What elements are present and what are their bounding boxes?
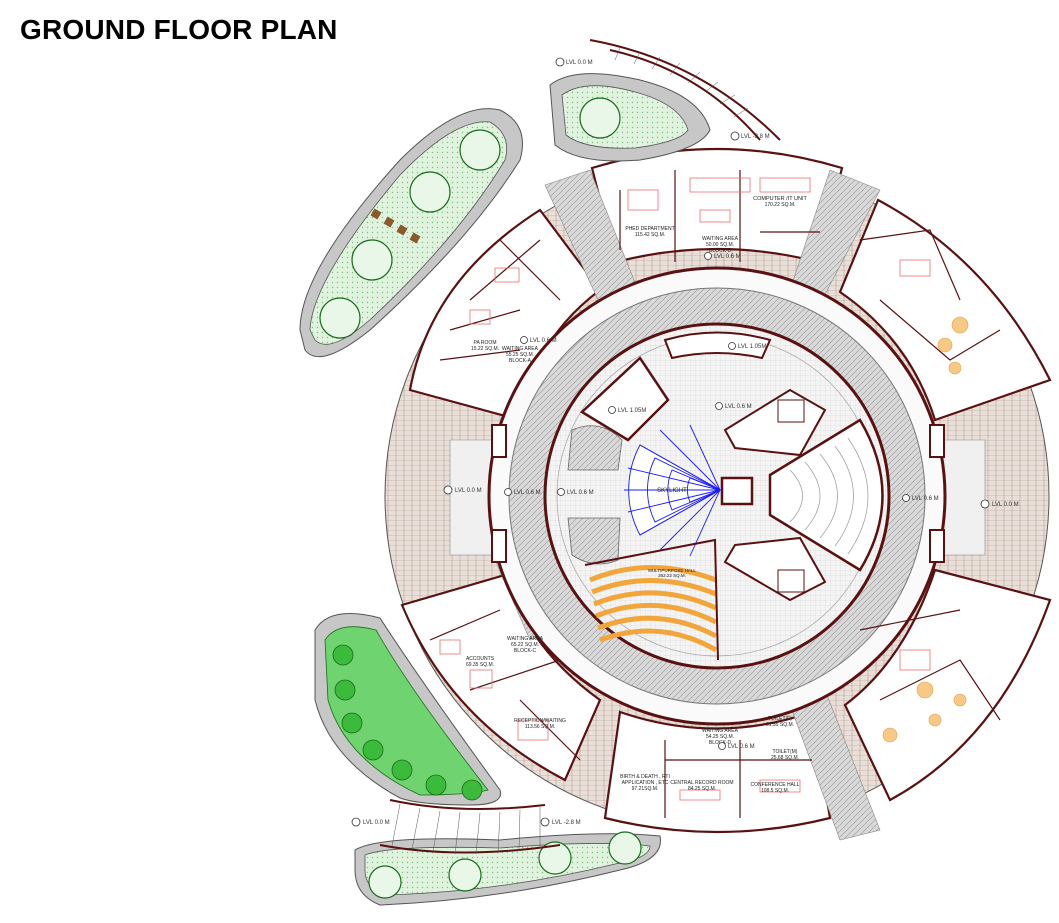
svg-text:LVL 0.0 M: LVL 0.0 M <box>455 488 482 494</box>
block-f-wing <box>843 568 1052 802</box>
svg-text:LVL 0.6 M: LVL 0.6 M <box>728 744 755 750</box>
svg-text:113.56 SQ.M.: 113.56 SQ.M. <box>525 724 555 730</box>
svg-text:108.5 SQ.M.: 108.5 SQ.M. <box>761 788 789 794</box>
ramp-top <box>589 39 781 141</box>
wing-interiors <box>429 170 1001 818</box>
level-marker: LVL -2.8 M <box>730 131 770 141</box>
svg-text:84.25 SQ.M.: 84.25 SQ.M. <box>688 786 716 792</box>
svg-text:262.22 SQ.M.: 262.22 SQ.M. <box>658 573 686 578</box>
room-labels: COMPUTER /IT UNIT 170.22 SQ.M. PHED DEPA… <box>466 196 808 794</box>
room-toilet-top: TOILET(F) <box>768 716 792 722</box>
svg-text:31.55 SQ.M.: 31.55 SQ.M. <box>766 722 794 728</box>
svg-text:15.22 SQ.M.: 15.22 SQ.M. <box>471 346 499 352</box>
inner-room-left <box>579 356 670 442</box>
svg-text:LVL 0.6 M: LVL 0.6 M <box>530 338 557 344</box>
stage-pillar <box>720 476 754 506</box>
svg-text:LVL -2.8 M: LVL -2.8 M <box>552 820 581 826</box>
svg-text:LVL 0.0 M: LVL 0.0 M <box>992 502 1019 508</box>
skylight-fan <box>624 424 722 557</box>
svg-text:BLOCK-A: BLOCK-A <box>509 358 532 364</box>
svg-text:LVL 0.0 M: LVL 0.0 M <box>566 60 593 66</box>
svg-text:55.25 SQ.M.: 55.25 SQ.M. <box>506 352 534 358</box>
svg-text:50.00 SQ.M.: 50.00 SQ.M. <box>706 242 734 248</box>
svg-text:LVL 0.6 M: LVL 0.6 M <box>567 490 594 496</box>
room-waiting-d: WAITING AREA <box>702 728 739 734</box>
level-marker: LVL 0.6 M <box>520 336 557 344</box>
wing-blocks <box>400 147 1052 834</box>
svg-text:BLOCK-B: BLOCK-B <box>709 248 732 254</box>
ramp-bottom <box>379 799 561 854</box>
svg-text:115.42 SQ.M.: 115.42 SQ.M. <box>635 232 665 238</box>
svg-text:LVL 0.6 M: LVL 0.6 M <box>514 490 541 496</box>
level-marker: LVL 0.0 M <box>351 817 390 827</box>
svg-text:25.68 SQ.M.: 25.68 SQ.M. <box>771 755 799 761</box>
plan-title: GROUND FLOOR PLAN <box>20 14 338 45</box>
room-computer-it: COMPUTER /IT UNIT <box>753 196 807 202</box>
room-phed: PHED DEPARTMENT <box>625 226 674 232</box>
svg-text:LVL 0.0 M: LVL 0.0 M <box>363 820 390 826</box>
room-central-record: CENTRAL RECORD ROOM <box>670 780 733 786</box>
svg-text:LVL 0.6 M: LVL 0.6 M <box>912 496 939 502</box>
level-marker: LVL 0.6 M <box>715 402 752 410</box>
level-marker: LVL 0.6 M <box>718 742 755 750</box>
svg-text:BLOCK-C: BLOCK-C <box>514 648 537 654</box>
shrubs <box>332 644 483 801</box>
room-waiting-b: WAITING AREA <box>702 236 739 242</box>
svg-text:54.25 SQ.M.: 54.25 SQ.M. <box>706 734 734 740</box>
svg-text:170.22 SQ.M.: 170.22 SQ.M. <box>765 202 796 208</box>
svg-text:LVL 0.6 M: LVL 0.6 M <box>725 404 752 410</box>
auditorium-outline <box>584 538 719 661</box>
level-markers: LVL 0.0 M LVL -2.8 M LVL 1.05M LVL 0.6 M… <box>351 57 1019 827</box>
svg-text:97.21SQ.M.: 97.21SQ.M. <box>632 786 659 792</box>
amphitheatre <box>723 388 884 602</box>
svg-text:LVL -2.8 M: LVL -2.8 M <box>741 134 770 140</box>
svg-text:LVL 0.6 M: LVL 0.6 M <box>714 254 741 260</box>
room-pa: PA ROOM <box>474 340 497 346</box>
svg-text:65.22 SQ.M.: 65.22 SQ.M. <box>511 642 539 648</box>
bench-cluster <box>370 208 421 244</box>
level-marker: LVL 0.0 M <box>980 499 1019 509</box>
label-skylight: SKYLIGHT <box>657 488 687 494</box>
svg-text:LVL 1.05M: LVL 1.05M <box>618 408 646 414</box>
level-marker: LVL -2.8 M <box>540 817 581 827</box>
level-marker: LVL 0.6 M <box>504 488 541 496</box>
level-marker: LVL 0.6 M <box>557 488 594 496</box>
furniture <box>439 177 931 801</box>
block-e-wing <box>838 198 1052 422</box>
ramp-bottom-steps <box>391 803 541 855</box>
level-marker: LVL 1.05M <box>728 342 766 350</box>
room-accounts: ACCOUNTS <box>466 656 495 662</box>
room-toilet-bottom: TOILET(M) <box>773 749 798 755</box>
room-reception: RECEPTION/WAITING <box>514 718 566 724</box>
svg-text:APPLICATION , ETC: APPLICATION , ETC <box>622 780 669 786</box>
room-waiting-c: WAITING AREA <box>507 636 544 642</box>
garden-upper-left <box>299 108 523 358</box>
level-marker: LVL 0.6 M <box>902 494 939 502</box>
svg-text:LVL 1.05M: LVL 1.05M <box>738 344 766 350</box>
level-marker: LVL 0.6 M <box>704 252 741 260</box>
level-marker: LVL 0.0 M <box>443 485 482 495</box>
block-d-wing <box>603 710 832 834</box>
room-waiting-a: WAITING AREA <box>502 346 539 352</box>
room-conference: CONFERENCE HALL <box>751 782 800 788</box>
round-tables <box>882 316 969 743</box>
svg-text:69.35 SQ.M.: 69.35 SQ.M. <box>466 662 494 668</box>
garden-top <box>549 73 711 162</box>
room-birth-death: BIRTH & DEATH , RTI <box>620 774 670 780</box>
level-marker: LVL 0.0 M <box>555 57 593 67</box>
ramp-top-steps <box>614 47 749 118</box>
stage <box>663 331 772 360</box>
level-marker: LVL 1.05M <box>608 406 646 414</box>
auditorium-seating <box>589 565 718 653</box>
block-a-wing <box>408 208 602 422</box>
room-multipurpose: MULTIPURPOSE HALL <box>648 568 696 573</box>
trees <box>319 97 642 899</box>
triangle-planters <box>567 425 623 565</box>
